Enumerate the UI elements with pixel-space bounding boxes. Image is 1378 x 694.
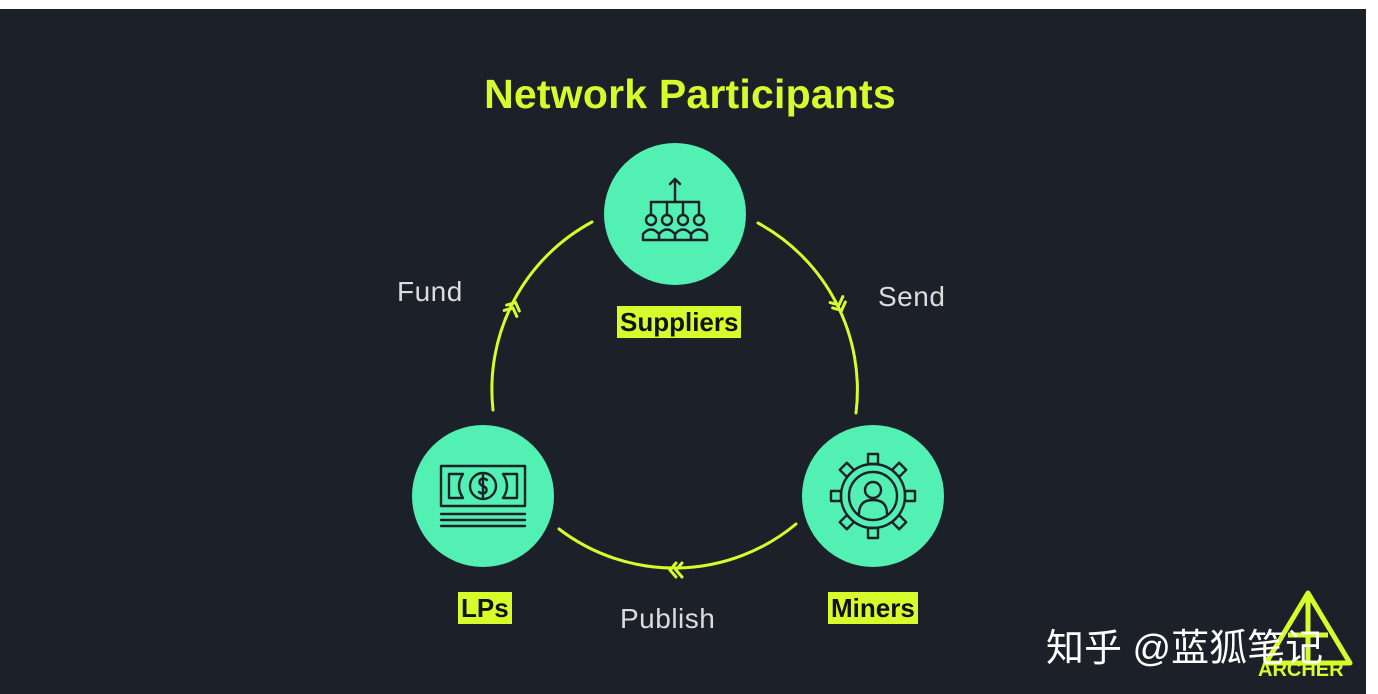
miners-label: Miners <box>828 592 918 624</box>
brand-name: ARCHER <box>1258 659 1344 681</box>
suppliers-node <box>604 143 746 285</box>
arc-publish <box>557 522 798 570</box>
organization-hierarchy-icon <box>641 177 709 242</box>
watermark: 知乎 @蓝狐笔记 <box>1046 628 1324 670</box>
edge-label-send: Send <box>878 281 946 312</box>
edge-label-publish: Publish <box>620 603 716 634</box>
suppliers-label: Suppliers <box>617 306 742 338</box>
lps-node <box>412 425 554 567</box>
banknote-dollar-icon <box>439 464 527 528</box>
page-title: Network Participants <box>484 71 896 117</box>
lps-label: LPs <box>458 592 512 624</box>
arrowhead-fund <box>502 300 521 318</box>
slide: Network Participants <box>0 9 1366 694</box>
arrowhead-send <box>828 295 847 313</box>
miners-node <box>802 425 944 567</box>
cycle-arrows <box>490 220 859 579</box>
edge-label-fund: Fund <box>397 276 463 307</box>
arc-send <box>756 221 859 415</box>
arc-fund <box>490 220 594 412</box>
arrowhead-publish <box>668 561 684 579</box>
gear-person-icon <box>829 452 917 540</box>
archer-logo-icon <box>1263 590 1353 666</box>
